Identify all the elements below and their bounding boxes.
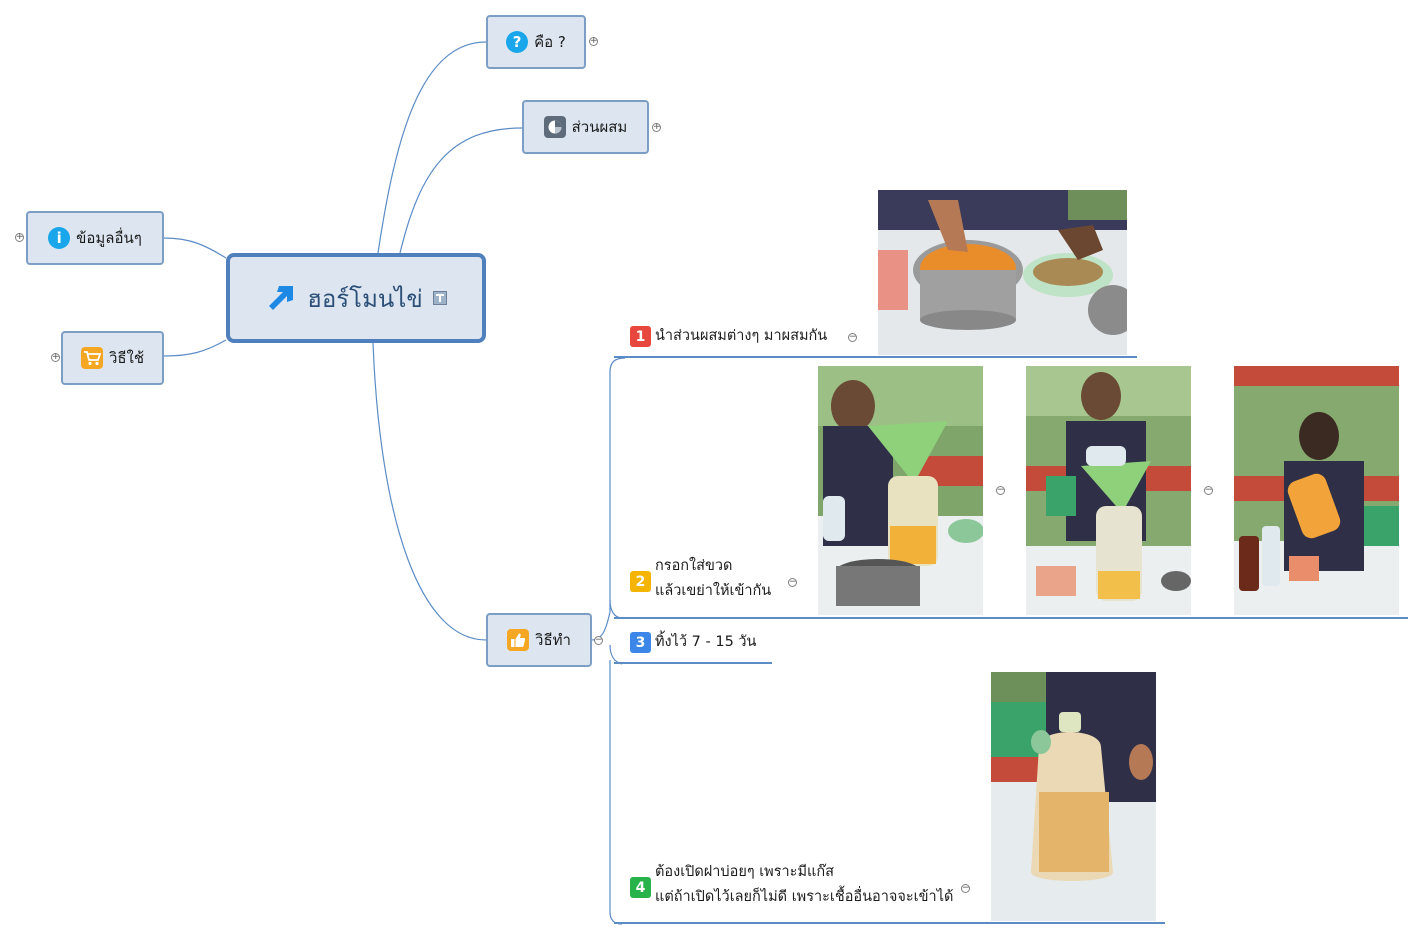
collapse-toggle-method[interactable]: − — [594, 635, 603, 645]
step-2-line-1: กรอกใส่ขวด — [655, 558, 733, 574]
collapse-toggle-step-2[interactable]: − — [788, 577, 797, 587]
expand-toggle-what-is[interactable]: + — [589, 36, 598, 46]
central-topic[interactable]: ฮอร์โมนไข่ — [226, 253, 486, 343]
step-4-line-1: ต้องเปิดฝาบ่อยๆ เพราะมีแก๊ส — [655, 864, 834, 880]
question-icon: ? — [506, 31, 529, 53]
funnel-pour-photo[interactable] — [818, 366, 983, 615]
topic-usage-label: วิธีใช้ — [108, 349, 145, 367]
topic-ingredients[interactable]: ส่วนผสม — [522, 100, 649, 154]
fermented-bottle-photo[interactable] — [991, 672, 1156, 921]
step-2-text[interactable]: กรอกใส่ขวด แล้วเขย่าให้เข้ากัน — [655, 554, 771, 604]
collapse-toggle-photo-2b[interactable]: − — [1204, 485, 1213, 495]
info-icon: i — [48, 227, 71, 249]
step-4-line-2: แต่ถ้าเปิดไว้เลยก็ไม่ดี เพราะเชื้ออื่นอา… — [655, 889, 954, 905]
topic-method-label: วิธีทำ — [535, 631, 571, 649]
topic-what-is-label: คือ ? — [534, 33, 566, 51]
collapse-toggle-step-4[interactable]: − — [961, 883, 970, 893]
step-3-badge: 3 — [630, 632, 651, 653]
thumbs-up-icon — [507, 629, 530, 651]
step-4-badge: 4 — [630, 877, 651, 898]
step-1-badge: 1 — [630, 326, 651, 347]
shaking-bottle-photo[interactable] — [1234, 366, 1399, 615]
step-4-underline — [614, 922, 1165, 924]
step-3-line-1: ทิ้งไว้ 7 - 15 วัน — [655, 634, 757, 650]
arrow-up-right-icon — [265, 282, 297, 314]
step-1-underline — [614, 356, 1137, 358]
collapse-toggle-photo-2a[interactable]: − — [996, 485, 1005, 495]
step-1-line-1: นำส่วนผสมต่างๆ มาผสมกัน — [655, 328, 828, 344]
step-3-text[interactable]: ทิ้งไว้ 7 - 15 วัน — [655, 630, 756, 655]
central-topic-label: ฮอร์โมนไข่ — [307, 284, 423, 313]
step-2-badge: 2 — [630, 571, 651, 592]
topic-other-info-label: ข้อมูลอื่นๆ — [76, 229, 142, 247]
step-1-text[interactable]: นำส่วนผสมต่างๆ มาผสมกัน — [655, 324, 827, 349]
step-4-text[interactable]: ต้องเปิดฝาบ่อยๆ เพราะมีแก๊ส แต่ถ้าเปิดไว… — [655, 860, 953, 910]
collapse-toggle-step-1[interactable]: − — [848, 332, 857, 342]
cart-icon — [80, 347, 103, 369]
mixing-bowl-photo[interactable] — [878, 190, 1127, 355]
step-2-line-2: แล้วเขย่าให้เข้ากัน — [655, 583, 772, 599]
funnel-bottle-photo[interactable] — [1026, 366, 1191, 615]
pie-chart-icon — [543, 116, 566, 138]
expand-toggle-ingredients[interactable]: + — [652, 122, 661, 132]
topic-method[interactable]: วิธีทำ — [486, 613, 592, 667]
step-3-underline — [614, 662, 772, 664]
topic-other-info[interactable]: i ข้อมูลอื่นๆ — [26, 211, 164, 265]
topic-usage[interactable]: วิธีใช้ — [61, 331, 164, 385]
topic-what-is[interactable]: ? คือ ? — [486, 15, 586, 69]
expand-toggle-other-info[interactable]: + — [15, 232, 24, 242]
step-2-underline — [614, 617, 1408, 619]
expand-toggle-usage[interactable]: + — [51, 352, 60, 362]
note-icon[interactable] — [432, 291, 447, 305]
topic-ingredients-label: ส่วนผสม — [571, 118, 628, 136]
